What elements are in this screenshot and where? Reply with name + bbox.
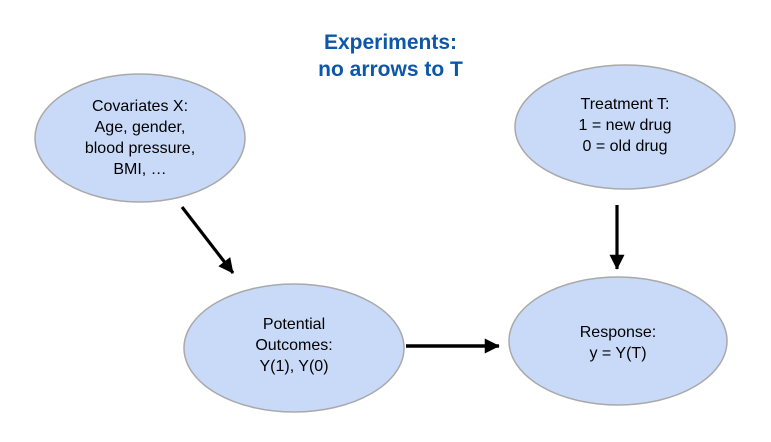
response-node-label: Response: y = Y(T) (508, 322, 728, 364)
potential-outcomes-line-3: Y(1), Y(0) (259, 358, 329, 375)
response-line-1: Response: (579, 324, 657, 341)
treatment-line-1: Treatment T: (580, 96, 670, 113)
response-node-ellipse (508, 276, 728, 406)
arrow-covariates-to-potential-outcomes (180, 206, 235, 274)
treatment-line-2: 1 = new drug (578, 117, 672, 134)
diagram-title-line2: no arrows to T (318, 58, 463, 81)
treatment-line-3: 0 = old drug (582, 138, 668, 155)
potential-outcomes-node-ellipse (183, 283, 405, 413)
potential-outcomes-line-2: Outcomes: (255, 337, 333, 354)
response-line-2: y = Y(T) (589, 345, 647, 362)
covariates-line-3: blood pressure, (84, 140, 196, 157)
covariates-line-1: Covariates X: (91, 98, 189, 115)
treatment-node-ellipse (514, 64, 736, 190)
potential-outcomes-node-label: Potential Outcomes: Y(1), Y(0) (184, 314, 404, 377)
diagram-title: Experiments: no arrows to T (5, 29, 771, 83)
treatment-node-label: Treatment T: 1 = new drug 0 = old drug (515, 94, 735, 157)
covariates-node-label: Covariates X: Age, gender, blood pressur… (35, 96, 245, 180)
diagram-title-line1: Experiments: (323, 31, 458, 54)
covariates-line-2: Age, gender, (94, 119, 186, 136)
covariates-line-4: BMI, … (113, 161, 167, 178)
covariates-node-ellipse (34, 73, 246, 203)
potential-outcomes-line-1: Potential (262, 316, 326, 333)
